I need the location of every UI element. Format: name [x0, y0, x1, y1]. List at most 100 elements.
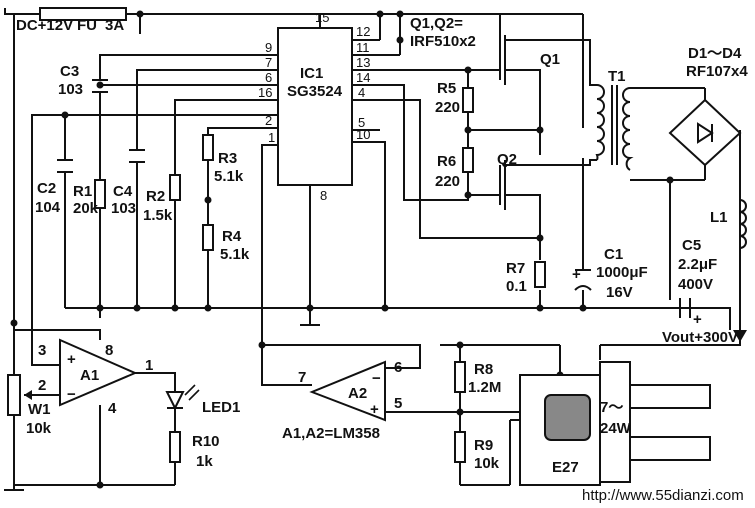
r5-name: R5	[437, 80, 456, 97]
lamp-power-bottom: 24W	[600, 420, 632, 437]
mosfet-q2	[499, 160, 522, 210]
r3-value: 5.1k	[214, 168, 244, 185]
resistor-r6	[462, 147, 474, 173]
r8-value: 1.2M	[468, 379, 501, 396]
svg-text:9: 9	[265, 40, 272, 55]
r9-value: 10k	[474, 455, 500, 472]
capacitor-c2	[57, 159, 73, 173]
svg-text:4: 4	[358, 85, 365, 100]
resistor-r9	[454, 431, 466, 463]
a1-pin-labels: 3 2 8 4 1	[38, 342, 153, 417]
fuse-name: FU	[77, 17, 97, 34]
c2-name: C2	[37, 180, 56, 197]
c5-value: 2.2μF	[678, 256, 717, 273]
c1-name: C1	[604, 246, 623, 263]
svg-text:6: 6	[265, 70, 272, 85]
mosfet-part: IRF510x2	[410, 33, 476, 50]
resistor-r3	[202, 134, 214, 161]
a2-name: A2	[348, 385, 367, 402]
output-label: Vout+300V	[662, 329, 738, 346]
inductor-l1	[739, 199, 747, 249]
l1-label: L1	[710, 209, 728, 226]
c4-name: C4	[113, 183, 133, 200]
svg-text:4: 4	[108, 400, 117, 417]
r7-value: 0.1	[506, 278, 527, 295]
c3-value: 103	[58, 81, 83, 98]
a2-pin-labels: 7 6 5	[298, 359, 402, 412]
r6-name: R6	[437, 153, 456, 170]
r1-name: R1	[73, 183, 92, 200]
capacitor-c4	[129, 149, 145, 163]
svg-text:1: 1	[268, 130, 275, 145]
r7-name: R7	[506, 260, 525, 277]
lamp-socket: E27	[552, 459, 579, 476]
resistor-r10	[169, 431, 181, 463]
r4-name: R4	[222, 228, 242, 245]
junction-dots	[10, 10, 674, 489]
bridge-rectifier	[668, 98, 742, 167]
r6-value: 220	[435, 173, 460, 190]
svg-text:15: 15	[315, 10, 329, 25]
svg-text:16: 16	[258, 85, 272, 100]
ic1-name: IC1	[300, 65, 323, 82]
svg-text:7: 7	[265, 55, 272, 70]
r5-value: 220	[435, 99, 460, 116]
svg-text:2: 2	[38, 377, 46, 394]
ic1-pin-labels: 15 12 11 13 14 4 5 10 9 7 6 16 2 1 8	[258, 10, 370, 203]
opamp-a2: − +	[309, 360, 386, 422]
c2-value: 104	[35, 199, 61, 216]
fuse	[39, 7, 127, 21]
svg-text:6: 6	[394, 359, 402, 376]
r3-name: R3	[218, 150, 237, 167]
led-icon	[165, 384, 200, 411]
resistor-r7	[534, 261, 546, 288]
watermark: http://www.55dianzi.com	[582, 487, 744, 504]
a1-name: A1	[80, 367, 99, 384]
opamp-note: A1,A2=LM358	[282, 425, 380, 442]
r10-value: 1k	[196, 453, 213, 470]
svg-text:5: 5	[394, 395, 402, 412]
bridge-name: D1～D4	[688, 45, 742, 62]
resistor-r2	[169, 174, 181, 201]
r9-name: R9	[474, 437, 493, 454]
svg-text:+: +	[572, 266, 581, 283]
svg-text:5: 5	[358, 115, 365, 130]
r2-value: 1.5k	[143, 207, 173, 224]
r2-name: R2	[146, 188, 165, 205]
resistor-r8	[454, 361, 466, 393]
resistor-r4	[202, 224, 214, 251]
capacitor-c1: +	[572, 266, 592, 291]
capacitor-c3	[92, 79, 108, 93]
svg-text:+: +	[370, 401, 379, 418]
w1-name: W1	[28, 401, 51, 418]
t1-label: T1	[608, 68, 626, 85]
svg-text:−: −	[67, 386, 76, 403]
resistor-r5	[462, 87, 474, 113]
r4-value: 5.1k	[220, 246, 250, 263]
ic1-part: SG3524	[287, 83, 343, 100]
svg-text:2: 2	[265, 113, 272, 128]
svg-text:8: 8	[320, 188, 327, 203]
c1-value: 1000μF	[596, 264, 648, 281]
r1-value: 20k	[73, 200, 99, 217]
lamp-e27	[519, 361, 711, 486]
svg-text:12: 12	[356, 24, 370, 39]
svg-text:−: −	[372, 370, 381, 387]
r8-name: R8	[474, 361, 493, 378]
transformer-t1	[595, 84, 634, 171]
c1-voltage: 16V	[606, 284, 633, 301]
lamp-power-top: 7～	[600, 399, 623, 416]
svg-text:7: 7	[298, 369, 306, 386]
capacitor-c5: +	[679, 298, 702, 328]
svg-text:11: 11	[356, 40, 370, 55]
c5-name: C5	[682, 237, 701, 254]
supply-label: DC+12V	[16, 17, 73, 34]
resistor-r1	[94, 179, 106, 209]
mosfet-spec: Q1,Q2=	[410, 15, 463, 32]
led-label: LED1	[202, 399, 240, 416]
svg-text:+: +	[67, 351, 76, 368]
svg-text:1: 1	[145, 357, 153, 374]
mosfet-q1	[499, 35, 522, 85]
svg-text:13: 13	[356, 55, 370, 70]
